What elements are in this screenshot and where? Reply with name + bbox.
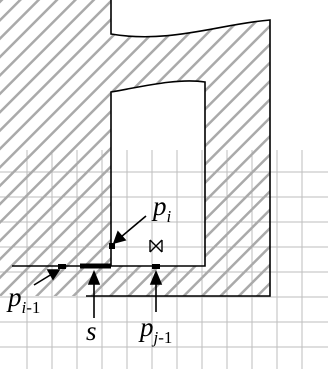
label-p-j-minus-1-base: p xyxy=(140,312,154,342)
label-s: s xyxy=(86,318,97,345)
hatched-region xyxy=(0,0,270,296)
p-i-marker xyxy=(109,243,115,249)
label-p-j-minus-1-sub: j-1 xyxy=(154,328,173,347)
label-s-base: s xyxy=(86,316,97,346)
arrows xyxy=(33,215,163,318)
label-p-i-sub-var: i xyxy=(166,207,172,226)
label-p-j-minus-1-sub-var: j xyxy=(153,328,159,347)
label-p-i-base: p xyxy=(153,191,167,221)
p-j-minus-1-arrowhead xyxy=(149,269,163,285)
p-i-minus-1-marker xyxy=(58,264,66,269)
p-j-minus-1-marker xyxy=(152,264,160,269)
p-i-minus-1-arrowhead xyxy=(46,269,61,281)
label-p-i-minus-1-sub-var: i xyxy=(21,298,27,317)
hourglass-icon xyxy=(149,239,163,253)
label-p-i: pi xyxy=(153,191,171,226)
label-p-i-minus-1: pi-1 xyxy=(8,282,40,317)
p-i-arrowhead xyxy=(112,230,127,245)
label-p-i-sub: i xyxy=(167,207,172,226)
label-p-i-minus-1-base: p xyxy=(8,282,22,312)
label-p-j-minus-1: pj-1 xyxy=(140,312,172,347)
label-p-j-minus-1-sub-rest: -1 xyxy=(158,328,173,347)
label-p-i-minus-1-sub-rest: -1 xyxy=(26,298,41,317)
s-arrowhead xyxy=(87,269,101,285)
label-p-i-minus-1-sub: i-1 xyxy=(22,298,41,317)
